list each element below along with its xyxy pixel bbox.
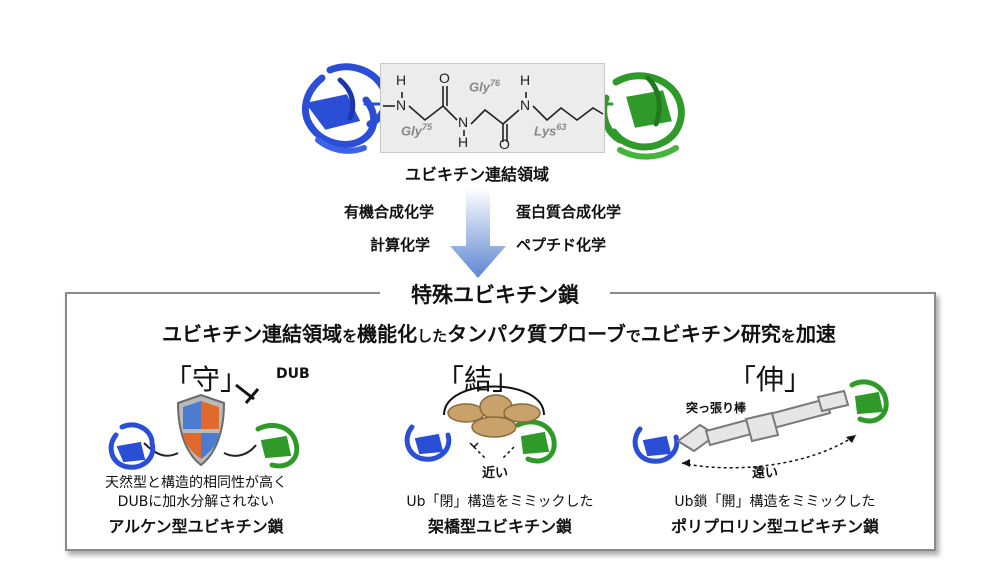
linker-bonds <box>383 86 604 142</box>
atom-n3: N <box>520 97 531 113</box>
atom-h2: H <box>458 134 469 150</box>
method-protein-synthesis: 蛋白質合成化学 <box>516 203 622 221</box>
linker-structure-box: H N O N H O H N Gly76 Gly75 Lys63 <box>380 63 605 153</box>
probe1-name: アルケン型ユビキチン鎖 <box>108 517 284 536</box>
probe3-graphic <box>632 379 889 469</box>
atom-h3: H <box>520 72 531 88</box>
method-organic-synthesis: 有機合成化学 <box>344 203 435 221</box>
probe2-name: 架橋型ユビキチン鎖 <box>427 517 572 536</box>
atom-h1: H <box>396 72 407 88</box>
atom-o1: O <box>439 70 450 86</box>
probe2-desc-1: Ub「閉」構造をミミックした <box>406 494 594 510</box>
probe3-name: ポリプロリン型ユビキチン鎖 <box>670 517 879 536</box>
lys63-label: Lys63 <box>534 122 567 139</box>
top-diagram-svg <box>301 63 685 160</box>
probe2-graphic <box>404 385 557 464</box>
probe-graphics <box>108 379 889 470</box>
atom-o2: O <box>499 136 510 152</box>
probe1-desc-1: 天然型と構造的相同性が高く <box>105 475 287 491</box>
gly75-label: Gly75 <box>401 122 432 139</box>
probe3-desc-1: Ub鎖「開」構造をミミックした <box>674 494 876 510</box>
panel-title: 特殊ユビキチン鎖 <box>380 280 610 310</box>
probe1-graphic <box>108 383 300 470</box>
gly76-label: Gly76 <box>469 78 500 95</box>
probe2-kanji: 「結」 <box>436 363 521 396</box>
probe3-far-label: 遠い <box>752 466 779 481</box>
blue-ubiquitin-top <box>301 63 390 154</box>
probe1-desc-2: DUBに加水分解されない <box>117 494 275 510</box>
panel-headline: ユビキチン連結領域を機能化したタンパク質プローブでユビキチン研究を加速 <box>162 322 836 346</box>
probe3-kanji: 「伸」 <box>728 363 813 396</box>
atom-n1: N <box>396 97 407 113</box>
method-peptide: ペプチド化学 <box>516 236 607 254</box>
probe3-rod-label: 突っ張り棒 <box>686 401 747 415</box>
down-arrow <box>450 188 506 278</box>
linker-region-label: ユビキチン連結領域 <box>405 165 550 184</box>
method-computational: 計算化学 <box>370 236 431 254</box>
probe1-kanji: 「守」 <box>164 363 249 396</box>
probe1-dub-label: DUB <box>276 366 310 382</box>
atom-n2: N <box>458 114 469 130</box>
green-ubiquitin-top <box>594 72 685 160</box>
probe2-near-label: 近い <box>482 466 509 481</box>
